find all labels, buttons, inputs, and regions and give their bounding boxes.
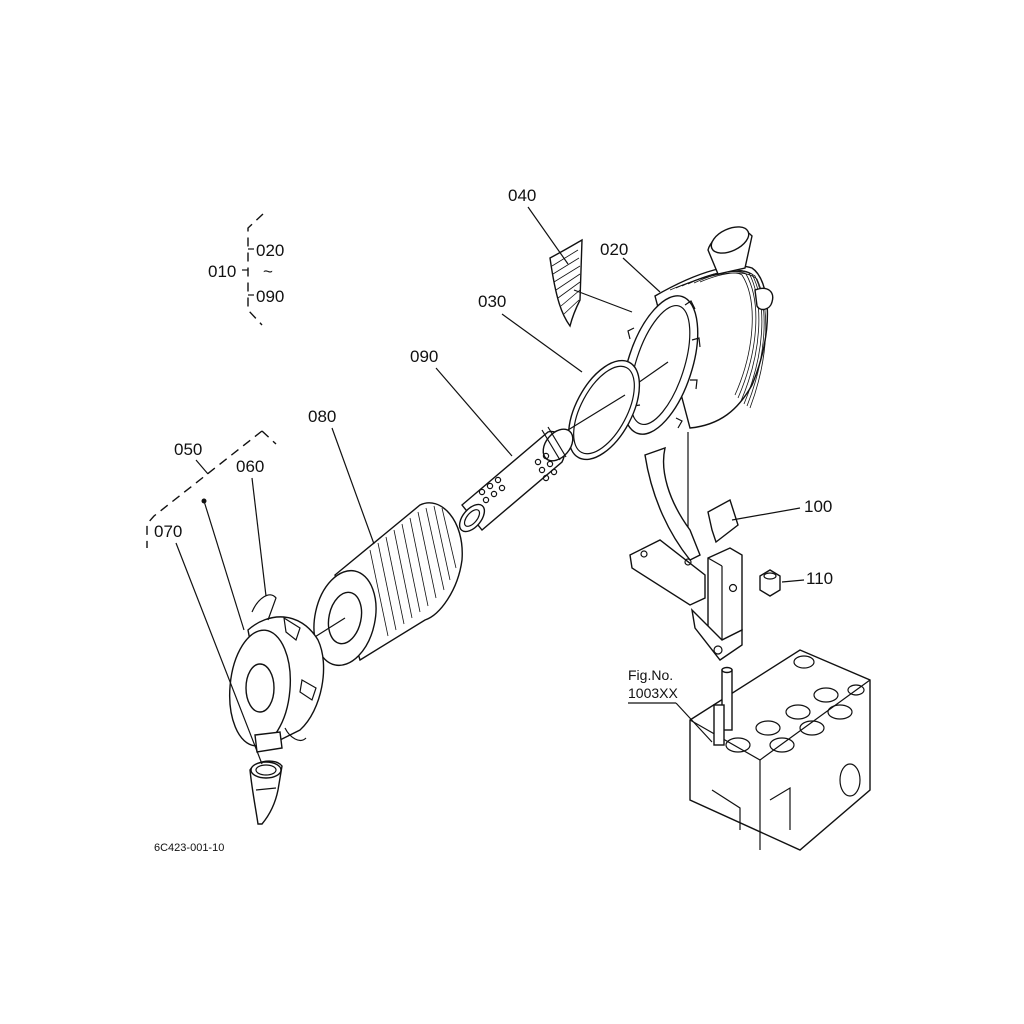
label-090-group: 090 [256,287,284,306]
label-080: 080 [308,407,336,426]
drawing-id: 6C423-001-10 [154,842,224,854]
leader-060 [251,477,267,597]
label-040: 040 [508,186,536,205]
part-020-air-cleaner-body [621,226,774,435]
part-070-dust-valve [249,760,283,825]
part-030-o-ring [567,359,641,461]
leader-110 [781,579,805,583]
leader-080 [331,427,375,545]
leader-040 [527,206,569,265]
leader-070 [175,542,263,765]
part-100-bracket [629,446,743,661]
label-050: 050 [174,440,202,459]
label-110: 110 [806,569,833,588]
part-090-inner-element [458,426,574,533]
leader-020 [622,257,661,293]
leader-040-b [573,289,633,313]
label-100: 100 [804,497,832,516]
label-060: 060 [236,457,264,476]
label-090: 090 [410,347,438,366]
engine-cylinder-head [689,649,871,851]
part-110-nut [759,569,781,597]
part-040-decal [549,238,583,328]
group-bracket-010 [242,213,264,326]
leader-050 [195,459,209,475]
label-010: 010 [208,262,236,281]
leader-090 [435,367,513,457]
leader-050-dot [203,500,245,631]
part-080-primary-element [313,502,463,667]
label-fig-ref: 1003XX [628,685,678,701]
label-tilde: ~ [263,262,273,281]
part-060-cover [228,594,325,753]
axis-line-030 [567,394,626,431]
label-020-group: 020 [256,241,284,260]
label-fig-no: Fig.No. [628,667,673,683]
leader-fig-ref-b [675,702,713,743]
leader-030 [501,313,583,373]
label-030: 030 [478,292,506,311]
label-020: 020 [600,240,628,259]
leader-100 [731,507,801,521]
label-070: 070 [154,522,182,541]
